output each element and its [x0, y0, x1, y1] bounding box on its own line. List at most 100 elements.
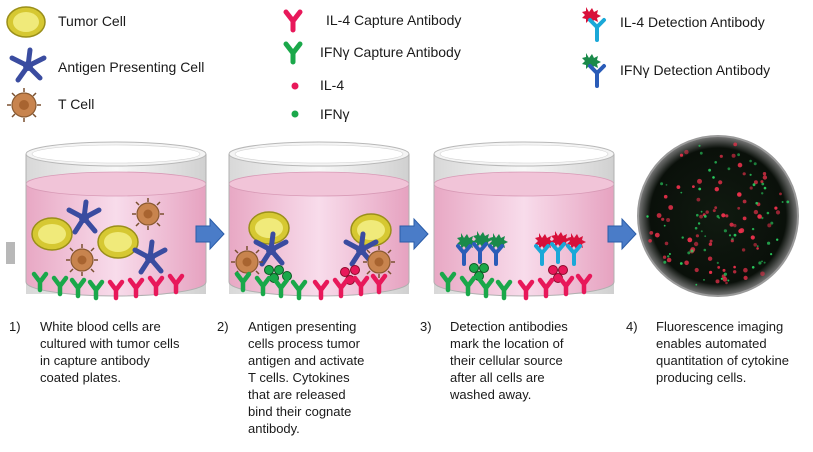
il4-spot	[741, 248, 746, 252]
il4-spot	[714, 187, 719, 192]
ifng-spot	[704, 235, 707, 238]
step-2-line: Antigen presenting	[248, 319, 357, 334]
ifng-spot	[699, 151, 703, 155]
ifng-spot	[703, 248, 707, 252]
step-2-number: 2)	[217, 319, 229, 334]
ifng-spot	[761, 216, 764, 220]
il4-spot	[690, 247, 696, 252]
il4-spot	[689, 248, 695, 254]
ifng-spot	[679, 262, 683, 265]
il4-spot	[649, 231, 654, 235]
il4-spot	[707, 256, 713, 261]
ifng-spot	[749, 159, 752, 163]
ifng-spot	[755, 201, 758, 205]
ifng-spot	[763, 261, 766, 264]
step-3-line: after all cells are	[450, 370, 545, 385]
il4-spot	[738, 228, 743, 234]
step-2-line: that are released	[248, 387, 346, 402]
il4-spot	[714, 206, 718, 210]
legend-label-ifng-capture-antibody: IFNγ Capture Antibody	[320, 44, 461, 60]
il4-spot	[684, 260, 689, 266]
ifng-spot	[753, 162, 757, 166]
ifng-spot	[751, 227, 755, 231]
il4-spot	[725, 281, 728, 285]
ifng-spot	[763, 186, 767, 190]
arrow-3-to-4	[607, 218, 637, 250]
legend-label-tumor-cell: Tumor Cell	[58, 13, 126, 29]
ifng-spot	[696, 213, 699, 217]
ifng-spot	[663, 224, 666, 227]
il4-spot	[666, 218, 671, 222]
step-4-line: producing cells.	[656, 370, 747, 385]
ifng-spot	[708, 168, 711, 172]
step-4-line: enables automated	[656, 336, 767, 351]
ifng-spot	[720, 277, 724, 280]
ifng-spot	[727, 279, 730, 282]
ifng-spot	[786, 200, 790, 204]
ifng-spot	[716, 215, 720, 218]
il4-spot	[749, 186, 753, 190]
il4-spot	[715, 279, 720, 284]
step-4-caption: Fluorescence imaging enables automated q…	[656, 318, 789, 386]
il4-spot	[733, 142, 738, 147]
ifng-spot	[761, 260, 763, 263]
il4-spot	[750, 235, 755, 240]
step-4-line: quantitation of cytokine	[656, 353, 789, 368]
il4-spot	[733, 223, 737, 228]
il4-spot	[742, 172, 746, 176]
il4-spot	[733, 265, 736, 269]
step-3-line: washed away.	[450, 387, 532, 402]
il4-spot	[708, 242, 713, 246]
ifng-spot	[694, 226, 698, 230]
step-2-line: T cells. Cytokines	[248, 370, 350, 385]
ifng-spot	[646, 215, 649, 218]
il4-spot	[762, 175, 768, 180]
ifng-spot	[761, 192, 764, 195]
il4-spot	[737, 206, 741, 210]
t-cell-icon	[7, 88, 41, 122]
il4-spot	[742, 199, 747, 204]
il4-spot	[656, 213, 662, 218]
il4-spot	[693, 241, 699, 247]
ifng-spot	[663, 260, 667, 264]
il4-spot	[753, 209, 759, 215]
step-1-number: 1)	[9, 319, 21, 334]
il4-spot	[687, 237, 693, 243]
il4-spot	[753, 180, 758, 185]
ifng-spot	[718, 217, 720, 219]
il4-spot	[717, 266, 721, 269]
ifng-spot	[727, 167, 731, 171]
il4-spot	[718, 180, 723, 185]
step-1-line: White blood cells are	[40, 319, 161, 334]
il4-spot	[725, 214, 729, 218]
ifng-spot	[703, 279, 705, 281]
ifng-spot	[761, 182, 765, 186]
legend-label-il4-detection-antibody: IL-4 Detection Antibody	[620, 14, 765, 30]
ifng-spot	[681, 236, 684, 239]
arrow-1-to-2	[195, 218, 225, 250]
il4-dot-icon	[291, 82, 299, 90]
legend-label-antigen-presenting-cell: Antigen Presenting Cell	[58, 59, 205, 75]
il4-spot	[719, 154, 723, 158]
ifng-spot	[752, 183, 756, 187]
ifng-spot	[758, 261, 762, 265]
ifng-spot	[665, 184, 668, 186]
step-1-line: coated plates.	[40, 370, 121, 385]
il4-spot	[705, 210, 709, 214]
ifng-spot	[690, 249, 694, 253]
ifng-capture-antibody-icon	[283, 41, 303, 65]
ifng-spot	[703, 215, 707, 218]
il4-spot	[661, 217, 665, 221]
il4-capture-antibody-icon	[283, 9, 303, 33]
il4-spot	[712, 209, 716, 213]
il4-spot	[743, 275, 748, 280]
il4-spot	[654, 232, 660, 238]
ifng-spot	[770, 221, 774, 225]
il4-detection-antibody-icon	[582, 7, 606, 42]
il4-spot	[721, 213, 726, 218]
step-4-line: Fluorescence imaging	[656, 319, 784, 334]
il4-spot	[737, 162, 743, 168]
il4-spot	[676, 185, 681, 190]
il4-spot	[737, 192, 742, 197]
step-1-line: cultured with tumor cells	[40, 336, 180, 351]
